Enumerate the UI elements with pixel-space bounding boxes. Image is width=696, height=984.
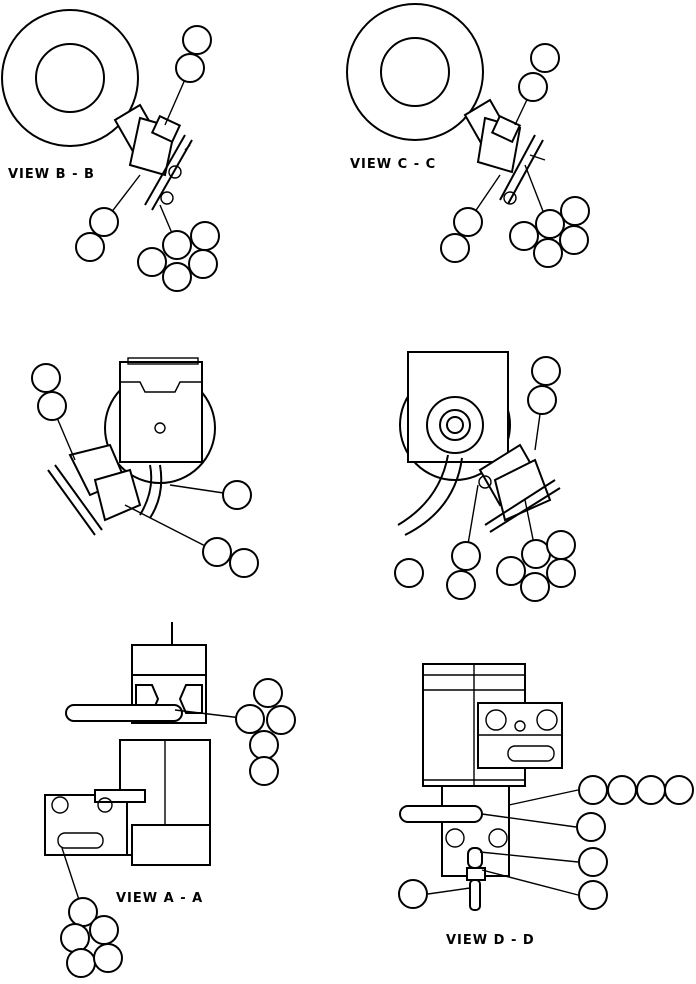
callout-bubble xyxy=(578,880,608,910)
callout-bubble xyxy=(527,385,557,415)
callout-bubble xyxy=(266,705,296,735)
callout-bubble xyxy=(89,915,119,945)
callout-bubble xyxy=(607,775,637,805)
callout-bubble xyxy=(578,775,608,805)
callout-bubble xyxy=(37,391,67,421)
callout-bubble xyxy=(496,556,526,586)
callout-bubble xyxy=(137,247,167,277)
callout-bubble xyxy=(520,572,550,602)
view-a-a-drawing xyxy=(44,622,211,866)
callout-bubble xyxy=(89,207,119,237)
callout-bubble xyxy=(175,53,205,83)
view-b-b-label: VIEW B - B xyxy=(8,167,95,182)
callout-bubble xyxy=(398,879,428,909)
callout-bubble xyxy=(546,558,576,588)
callout-bubble xyxy=(66,948,96,978)
view-d-d-drawing xyxy=(399,663,563,911)
callout-bubble xyxy=(530,43,560,73)
callout-bubble xyxy=(60,923,90,953)
callout-bubble xyxy=(518,72,548,102)
callout-bubble xyxy=(162,262,192,292)
callout-circles xyxy=(31,25,694,978)
callout-bubble xyxy=(440,233,470,263)
callout-bubble xyxy=(249,756,279,786)
callout-bubble xyxy=(229,548,259,578)
callout-bubble xyxy=(235,704,265,734)
callout-bubble xyxy=(559,225,589,255)
callout-bubble xyxy=(546,530,576,560)
callout-bubble xyxy=(664,775,694,805)
callout-bubble xyxy=(533,238,563,268)
callout-bubble xyxy=(509,221,539,251)
callout-bubble xyxy=(182,25,212,55)
callout-bubble xyxy=(521,539,551,569)
callout-bubble xyxy=(560,196,590,226)
callout-bubble xyxy=(578,847,608,877)
callout-bubble xyxy=(31,363,61,393)
callout-bubble xyxy=(446,570,476,600)
callout-bubble xyxy=(162,230,192,260)
callout-bubble xyxy=(253,678,283,708)
callout-bubble xyxy=(249,730,279,760)
callout-bubble xyxy=(576,812,606,842)
callout-bubble xyxy=(190,221,220,251)
callout-bubble xyxy=(202,537,232,567)
view-b-b-drawing xyxy=(1,9,193,211)
view-c-c-drawing xyxy=(346,3,546,205)
callout-bubble xyxy=(453,207,483,237)
callout-bubble xyxy=(222,480,252,510)
middle-left-drawing xyxy=(47,357,216,536)
callout-bubble xyxy=(535,209,565,239)
callout-bubble xyxy=(93,943,123,973)
view-d-d-label: VIEW D - D xyxy=(446,933,535,948)
callout-bubble xyxy=(531,356,561,386)
callout-bubble xyxy=(636,775,666,805)
callout-bubble xyxy=(451,541,481,571)
callout-bubble xyxy=(188,249,218,279)
view-c-c-label: VIEW C - C xyxy=(350,157,436,172)
middle-right-drawing xyxy=(397,351,561,536)
callout-bubble xyxy=(394,558,424,588)
callout-bubble xyxy=(75,232,105,262)
view-a-a-label: VIEW A - A xyxy=(116,891,203,906)
